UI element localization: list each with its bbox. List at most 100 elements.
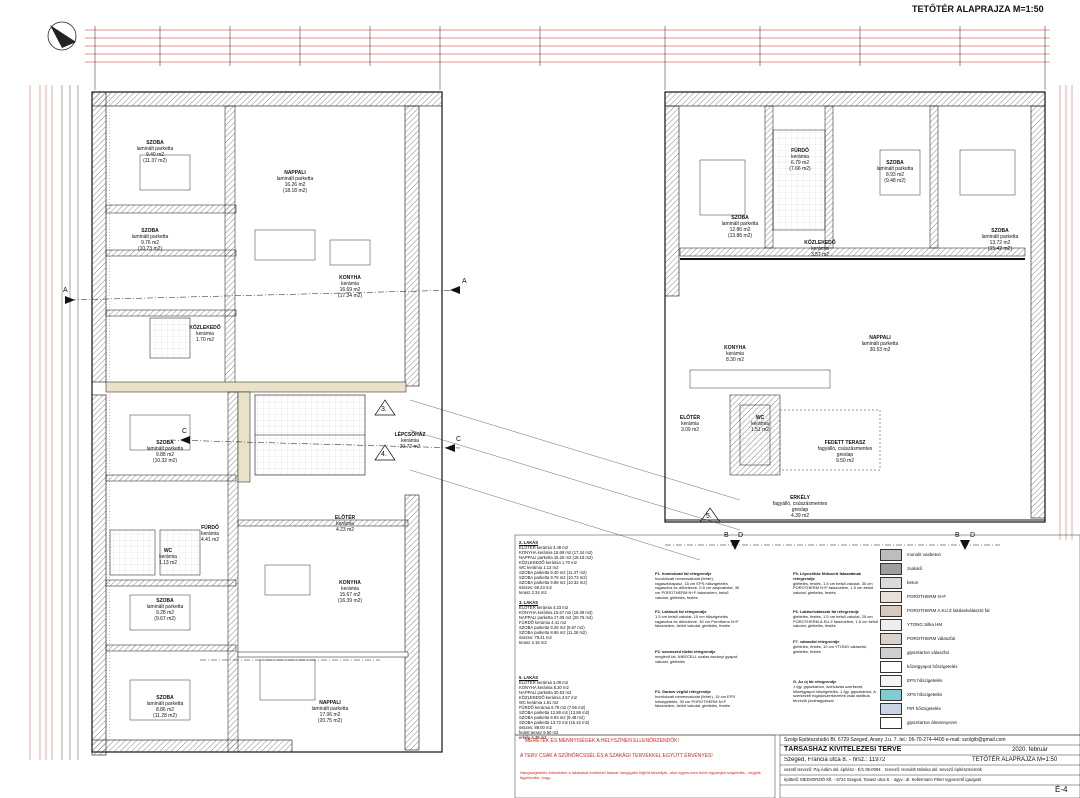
wall-note-text: meglévő fal, NIKECELL szálas ásványi gya… (655, 654, 739, 664)
room-name: SZOBA (731, 215, 749, 221)
room-name: ERKÉLY (790, 495, 810, 501)
legend-item: POROTHERM válaszfal (880, 632, 990, 645)
room-name: NAPPALI (284, 170, 306, 176)
top-dimension-chains (85, 29, 1050, 63)
legend-label: gipszkarton álmennyezet (907, 720, 957, 725)
room-name: SZOBA (156, 598, 174, 604)
room-floor: laminált parketta (276, 176, 314, 182)
room-floor: kerámia (681, 421, 699, 427)
project-title: TÁRSASHÁZ KIVITELEZÉSI TERVE (784, 746, 902, 753)
room-area2: (11.28 m2) (153, 713, 177, 719)
room-name: SZOBA (156, 695, 174, 701)
title-block-company: Szolgi Építészstúdió Bt. 6729 Szeged, Ar… (784, 737, 1006, 743)
wall-note-title: F2. Lakások fal rétegrendje (655, 609, 707, 614)
area-table-row: KONYHA kerámia 8.30 m2 (519, 685, 569, 690)
legend-item: POROTHERM N+F (880, 590, 990, 603)
area-table-row: ELŐTÉR kerámia 4.48 m2 (519, 545, 569, 550)
section-label-a-left: A (63, 287, 68, 294)
designer: tervező: Horváth Mónika okl. tervező épí… (885, 767, 982, 772)
wall-note-text: 1.5 cm belső vakolat, 10 cm hőszigetelés… (655, 614, 739, 629)
area-table-row: összes: 69.23 m2 (519, 585, 552, 590)
legend-label: POROTHERM N+F (907, 594, 947, 599)
legend-swatch (880, 674, 902, 687)
section-label-c-left: C (182, 428, 188, 435)
title-block-project: TÁRSASHÁZ KIVITELEZÉSI TERVE (784, 746, 1074, 753)
legend-swatch (880, 562, 902, 575)
info-panel-frame (514, 534, 1080, 798)
wall-note-title: F6. Lakáselválasztó fal rétegrendje (793, 609, 860, 614)
legend-label: XPS hőszigetelés (907, 692, 943, 697)
area-table-title: 5. LAKÁS (519, 675, 539, 680)
room-area2: (7.66 m2) (789, 166, 811, 172)
left-dimension-chains (29, 85, 53, 760)
area-table-row: WC kerámia 1.51 m2 (519, 700, 559, 705)
room-floor: kerámia (791, 154, 809, 160)
room-floor: laminált parketta (721, 221, 759, 227)
drawing-title: TETŐTÉR ALAPRAJZA M=1:50 (912, 4, 1044, 14)
room-area: 4.41 m2 (200, 537, 220, 543)
room-area: 12.86 m2 (729, 227, 751, 233)
legend-item: monolit vasbeton (880, 548, 990, 561)
legend-label: monolit vasbeton (907, 552, 942, 557)
sheet-number: É-4 (1055, 785, 1068, 794)
legend-label: kőzetgyapot hőszigetelés (907, 664, 958, 669)
project-address: Szeged, Francia utca 8. - hrsz.: 11972 (784, 757, 886, 763)
warning-acoustic: Hangszigetelés érdekében a lakáskkal éri… (520, 770, 761, 780)
legend-item: EPS hőszigetelés (880, 674, 990, 687)
legend-item: beton (880, 576, 990, 589)
room-floor: kerámia (336, 521, 354, 527)
wall-note-text: homlokzati nemesvakolat (fehér), ragaszt… (655, 576, 740, 600)
section-label-d-left: D (738, 532, 744, 539)
room-area: 1.13 m2 (158, 560, 178, 566)
room-area2: (13.88 m2) (727, 233, 753, 239)
legend-item: gipszkarton válaszfal (880, 646, 990, 659)
north-arrow-icon (47, 21, 77, 51)
room-name: SZOBA (146, 140, 164, 146)
area-table-row: erkély 4.39 m2 (519, 735, 547, 740)
area-table-row: KÖZLEKEDŐ kerámia 3.57 m2 (519, 695, 577, 700)
room-area: 9.88 m2 (155, 452, 175, 458)
room-name: SZOBA (886, 160, 904, 166)
top-dimension-ticks (94, 26, 1046, 90)
wall-note-text: glettelés, festés, 1.5 cm belső vakolat,… (793, 581, 874, 596)
room-name: FÜRDŐ (791, 148, 809, 154)
legend-swatch (880, 590, 902, 603)
room-floor: laminált parketta (146, 604, 184, 610)
room-floor: kerámia (159, 554, 177, 560)
room-name: KÖZLEKEDŐ (804, 240, 836, 246)
stair-mark-5: 5. (706, 513, 712, 520)
room-area: 9.50 m2 (835, 458, 855, 464)
area-table-row: ELŐTÉR kerámia 3.09 m2 (519, 680, 569, 685)
section-label-b-right: B (955, 532, 960, 539)
section-label-c-right: C (456, 436, 462, 443)
wall-note-title: F5. Lépcsőház fődszerű falazatának réteg… (793, 571, 862, 581)
area-table-row: WC kerámia 1.13 m2 (519, 565, 559, 570)
legend-item: zsalukő (880, 562, 990, 575)
room-area: 16.26 m2 (284, 182, 306, 188)
room-area: 1.51 m2 (750, 427, 770, 433)
room-area: 16.69 m2 (339, 287, 361, 293)
room-area2: (20.75 m2) (317, 718, 343, 724)
room-name: LÉPCSŐHÁZ (394, 432, 426, 438)
title-block-drawing-name: TETŐTÉR ALAPRAJZA M=1:50 (972, 757, 1058, 763)
room-floor: laminált parketta (981, 234, 1019, 240)
room-area2: (16.39 m2) (337, 598, 363, 604)
stair-marker-icons (374, 399, 721, 523)
